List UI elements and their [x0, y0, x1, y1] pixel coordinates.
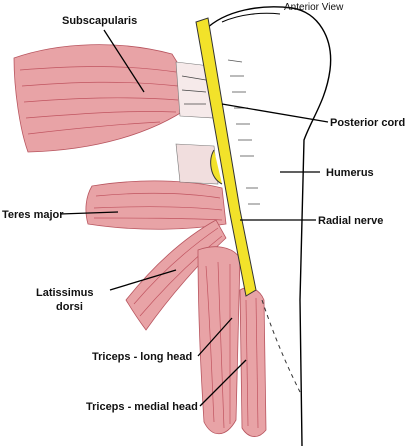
triceps-long-fibers [205, 261, 231, 429]
posterior-cord-nerve [195, 17, 257, 297]
label-humerus: Humerus [326, 167, 374, 179]
triceps-long-head-muscle [197, 246, 241, 435]
leader-lines [59, 29, 329, 407]
tendon-strokes [181, 75, 207, 105]
label-subscapularis: Subscapularis [62, 15, 137, 27]
label-latissimus-line2: dorsi [56, 301, 83, 313]
label-radial-nerve: Radial nerve [318, 215, 383, 227]
subscapularis-fibers [19, 66, 179, 135]
latissimus-fibers [133, 227, 223, 317]
triceps-medial-dashed-edge [261, 299, 301, 393]
teres-major-muscle [85, 180, 227, 230]
label-triceps-long-head: Triceps - long head [92, 351, 192, 363]
label-triceps-medial-head: Triceps - medial head [86, 401, 198, 413]
label-posterior-cord: Posterior cord [330, 117, 405, 129]
triceps-medial-fibers [245, 297, 259, 429]
view-label: Anterior View [284, 2, 344, 13]
label-latissimus-line1: Latissimus [36, 287, 93, 299]
teres-tendon [175, 143, 219, 185]
nerve-branch [210, 149, 223, 185]
humerus-inner-edge [221, 12, 281, 23]
label-teres-major: Teres major [2, 209, 64, 221]
teres-major-fibers [93, 192, 223, 221]
humerus-outline [204, 6, 332, 446]
